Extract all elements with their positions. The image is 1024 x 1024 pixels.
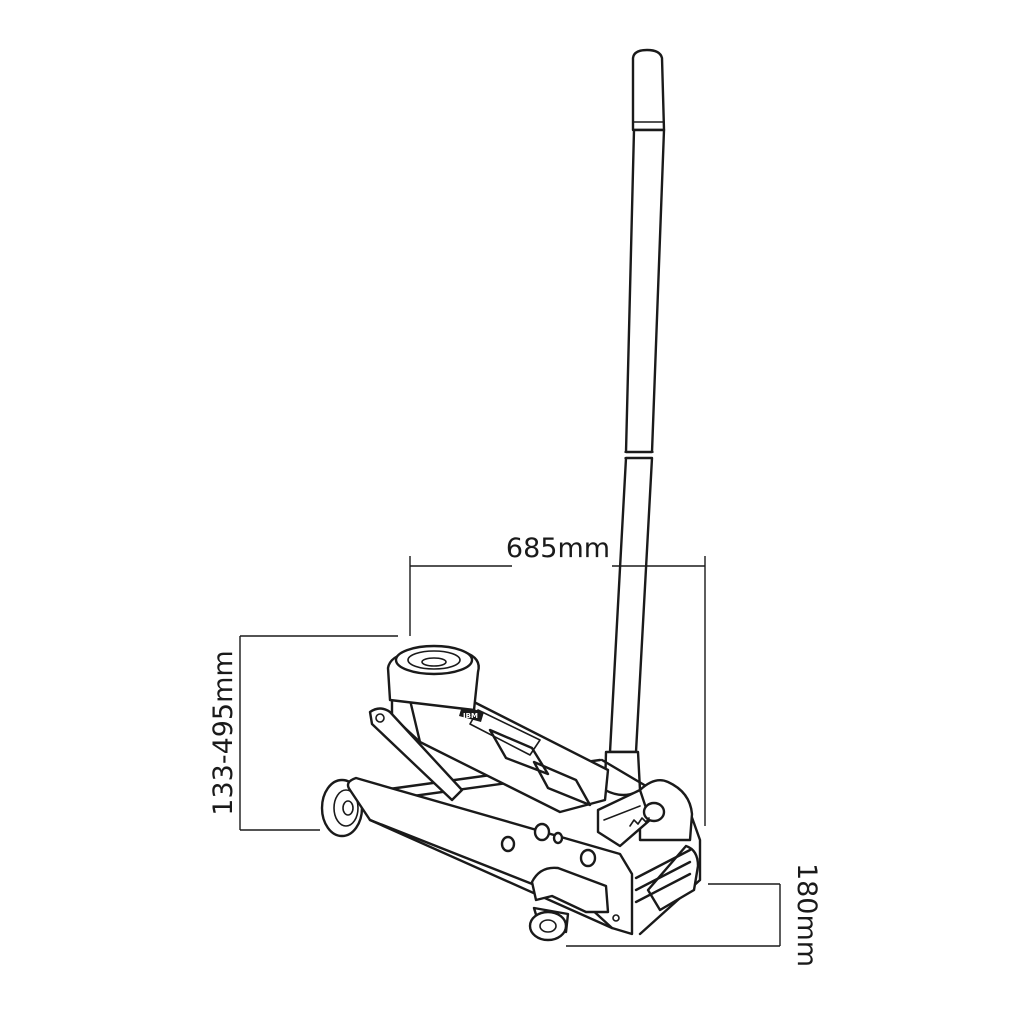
width-dimension-label: 685mm (506, 533, 610, 564)
base-height-dimension: 180mm (566, 863, 822, 967)
saddle (386, 644, 480, 712)
rear-castor-wheel (528, 906, 570, 942)
base-height-dimension-label: 180mm (791, 863, 822, 967)
jack-frame-near (346, 776, 634, 936)
rear-rollers (634, 848, 692, 904)
jack-handle (603, 48, 666, 797)
pump-assembly (596, 779, 700, 912)
lift-arm: JBM (368, 674, 610, 814)
height-dimension-label: 133-495mm (208, 650, 239, 815)
height-dimension: 133-495mm (208, 635, 398, 831)
width-dimension: 685mm (409, 533, 706, 826)
brand-badge-text: JBM (462, 712, 478, 720)
release-valve-icon (629, 801, 666, 827)
